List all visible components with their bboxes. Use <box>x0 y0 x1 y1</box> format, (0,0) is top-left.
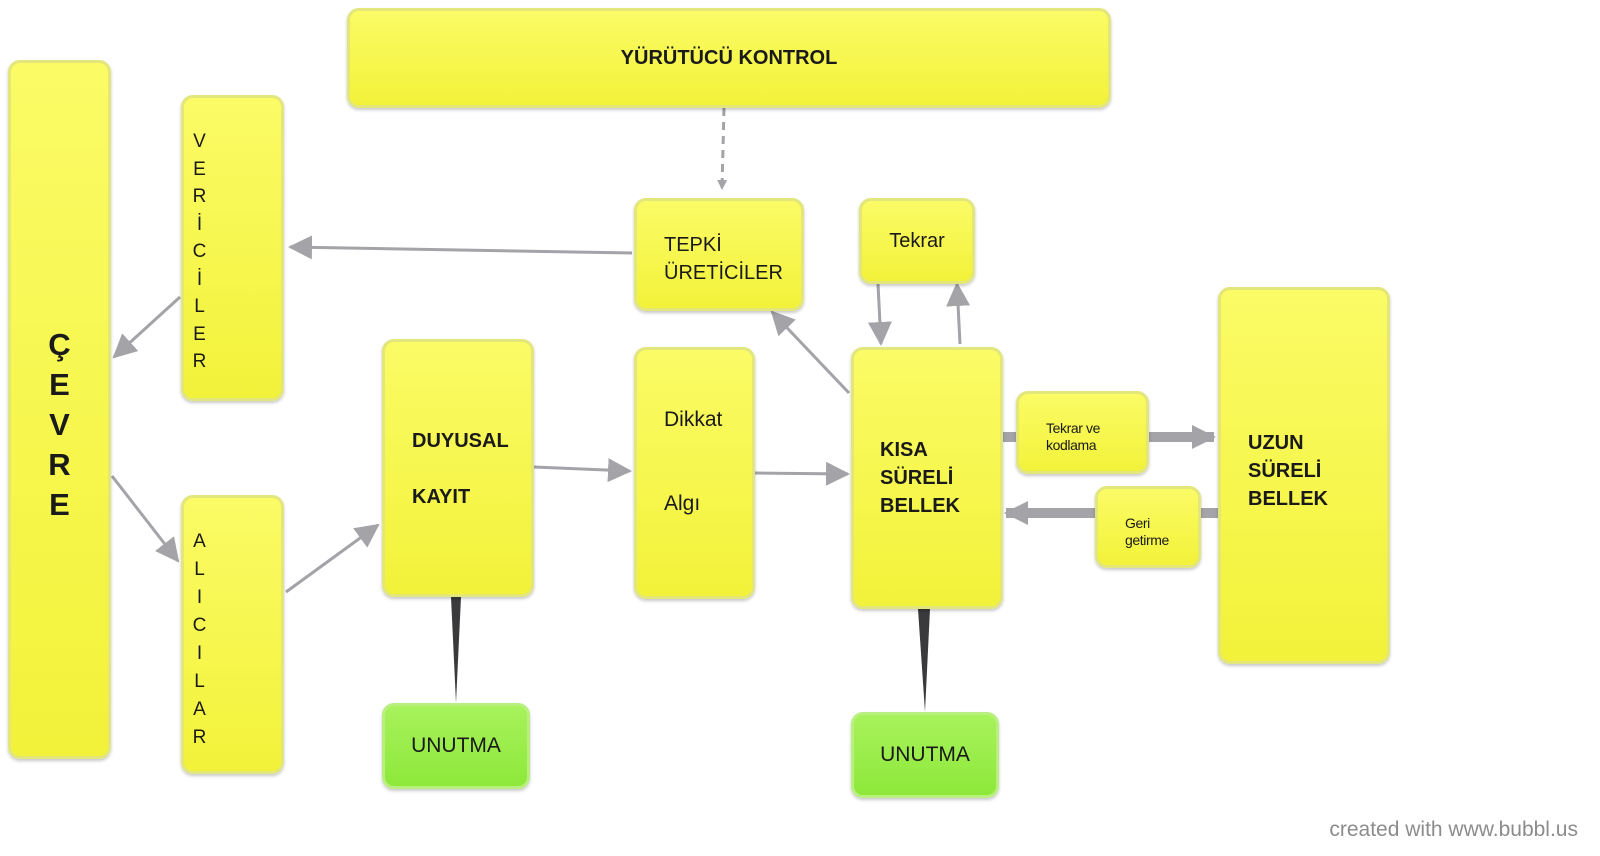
rehearsal-node[interactable]: Tekrar <box>859 198 975 284</box>
short-term-memory-label: KISA SÜRELİ BELLEK <box>880 439 960 517</box>
forgetting-label-stm: UNUTMA <box>880 743 970 766</box>
rehearsal-encoding-label: Tekrar ve kodlama <box>1046 420 1100 453</box>
response-generators-label: TEPKİ ÜRETİCİLER <box>664 234 783 284</box>
edge-stm-to-response <box>770 310 851 395</box>
rehearsal-label: Tekrar <box>889 229 945 252</box>
forgetting-label-sensory: UNUTMA <box>411 734 501 757</box>
edge-receptors-to-sensory <box>285 523 380 594</box>
edge-control-to-response <box>717 107 728 190</box>
retrieval-node[interactable]: Geri getirme <box>1095 486 1201 568</box>
edge-effectors-to-environment <box>112 295 182 359</box>
rehearsal-encoding-node[interactable]: Tekrar ve kodlama <box>1016 391 1149 474</box>
edge-stm-to-forgetting <box>918 609 930 712</box>
effectors-label: V E R İ C İ L E R <box>192 131 207 372</box>
response-generators-node[interactable]: TEPKİ ÜRETİCİLER <box>634 198 804 311</box>
edge-sensory-to-forgetting <box>451 597 461 703</box>
short-term-memory-node[interactable]: KISA SÜRELİ BELLEK <box>851 347 1003 609</box>
long-term-memory-node[interactable]: UZUN SÜRELİ BELLEK <box>1218 287 1390 664</box>
edge-sensory-to-attention <box>533 458 632 483</box>
attention-perception-node[interactable]: Dikkat Algı <box>634 347 755 599</box>
environment-label: Ç E V R E <box>48 327 71 522</box>
perception-label: Algı <box>664 492 701 515</box>
edge-rehearsal-to-stm <box>867 283 892 346</box>
edge-response-to-effectors <box>288 235 633 260</box>
retrieval-label: Geri getirme <box>1125 515 1169 548</box>
sensory-register-label: DUYUSAL KAYIT <box>412 430 509 508</box>
attention-label: Dikkat <box>664 408 723 431</box>
watermark-credit: created with www.bubbl.us <box>1329 818 1578 841</box>
environment-node[interactable]: Ç E V R E <box>8 60 111 759</box>
executive-control-node[interactable]: YÜRÜTÜCÜ KONTROL <box>347 8 1111 108</box>
receptors-node[interactable]: A L I C I L A R <box>181 495 284 774</box>
effectors-node[interactable]: V E R İ C İ L E R <box>181 95 284 401</box>
sensory-register-node[interactable]: DUYUSAL KAYIT <box>382 339 534 597</box>
edge-stm-to-rehearsal <box>946 282 971 345</box>
edge-attention-to-stm <box>754 461 850 486</box>
forgetting-node-stm[interactable]: UNUTMA <box>851 712 999 798</box>
edge-environment-to-receptors <box>110 475 180 563</box>
forgetting-node-sensory[interactable]: UNUTMA <box>382 703 530 789</box>
executive-control-label: YÜRÜTÜCÜ KONTROL <box>620 46 838 69</box>
long-term-memory-label: UZUN SÜRELİ BELLEK <box>1248 432 1328 510</box>
receptors-label: A L I C I L A R <box>192 531 207 748</box>
